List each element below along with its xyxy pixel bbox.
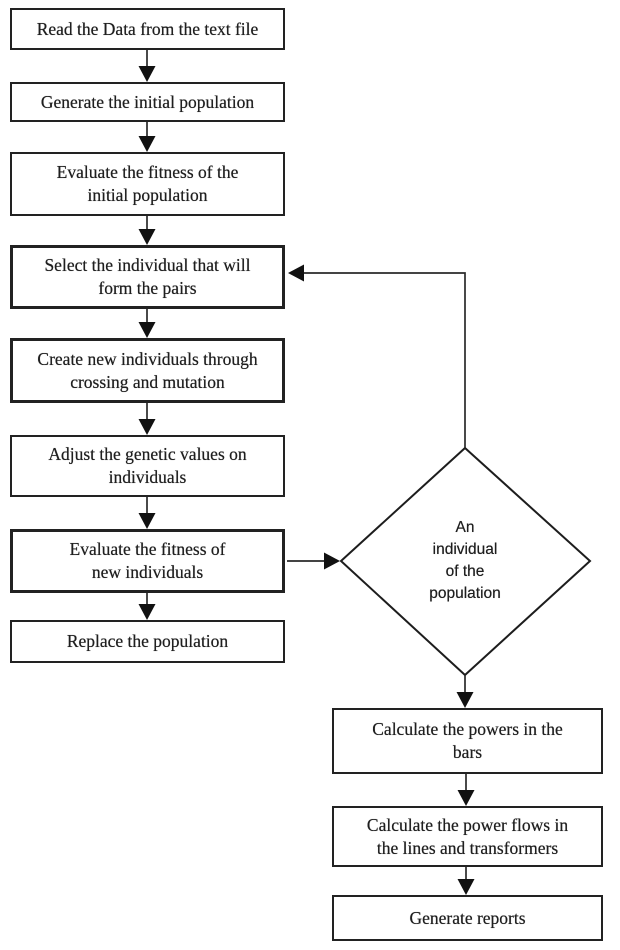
arrow-decision-to-calculate-powers	[456, 675, 474, 708]
arrow-create-to-adjust	[138, 403, 156, 435]
arrow-evaluate-new-to-decision	[287, 552, 340, 570]
flow-node-evaluate-fitness-new: Evaluate the fitness of new individuals	[10, 529, 285, 593]
flow-node-calculate-powers-bars: Calculate the powers in the bars	[332, 708, 603, 774]
flow-node-evaluate-fitness-initial: Evaluate the fitness of the initial popu…	[10, 152, 285, 216]
flow-node-generate-initial-population: Generate the initial population	[10, 82, 285, 122]
arrow-read-to-generate	[138, 50, 156, 82]
arrow-evaluate-to-select	[138, 216, 156, 245]
arrow-flows-to-reports	[457, 867, 475, 895]
flow-node-calculate-power-flows: Calculate the power flows in the lines a…	[332, 806, 603, 867]
arrow-evaluate-new-to-replace	[138, 593, 156, 620]
flow-node-generate-reports: Generate reports	[332, 895, 603, 941]
flow-node-replace-population: Replace the population	[10, 620, 285, 663]
decision-label: An individual of the population	[429, 519, 501, 602]
arrow-select-to-create	[138, 309, 156, 338]
flow-node-adjust-genetic-values: Adjust the genetic values on individuals	[10, 435, 285, 497]
flow-node-create-new-individuals: Create new individuals through crossing …	[10, 338, 285, 403]
feedback-arrow-decision-to-select	[288, 264, 466, 448]
arrow-powers-to-flows	[457, 774, 475, 806]
arrow-generate-to-evaluate	[138, 122, 156, 152]
flow-node-read-data: Read the Data from the text file	[10, 8, 285, 50]
flow-node-select-individual: Select the individual that will form the…	[10, 245, 285, 309]
arrow-adjust-to-evaluate-new	[138, 497, 156, 529]
